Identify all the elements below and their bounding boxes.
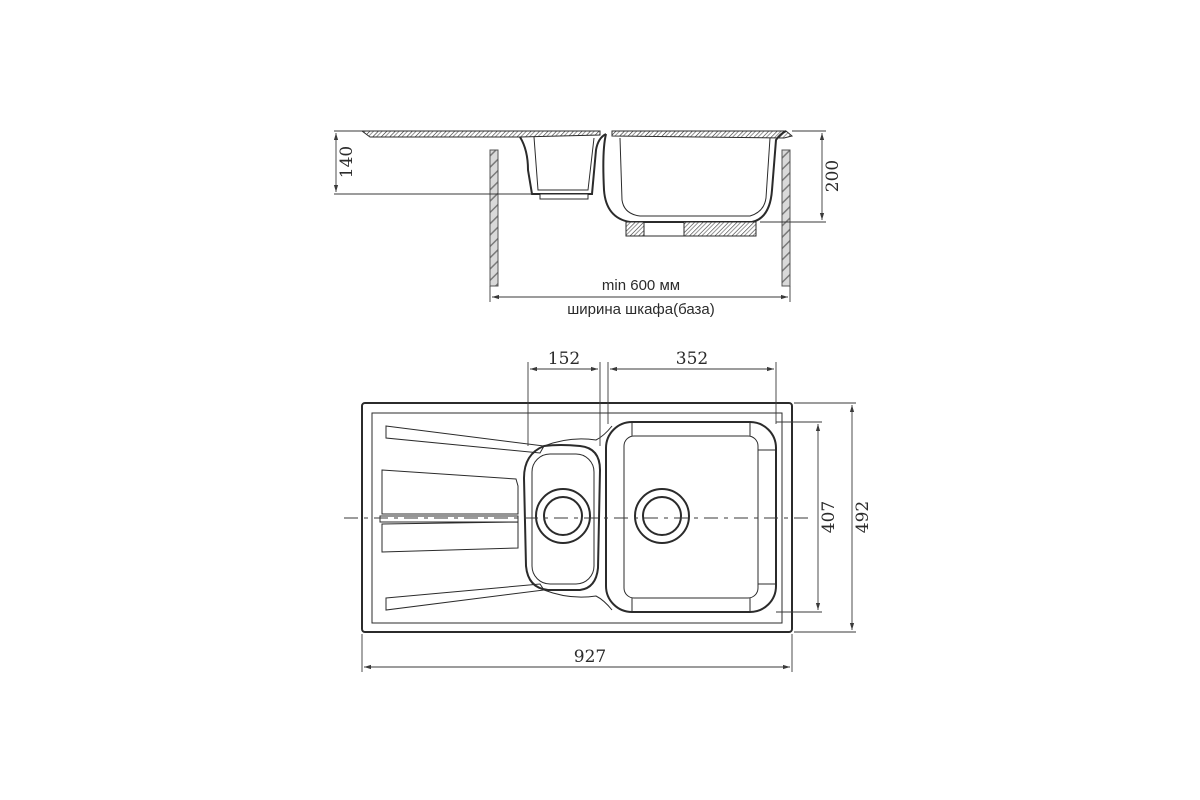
dim-large-bowl-width: 352 <box>676 349 708 369</box>
plan-large-bowl <box>605 421 777 613</box>
dim-bowl-length: 407 <box>819 501 839 533</box>
dim-small-bowl-depth: 140 <box>337 146 357 178</box>
dim-large-bowl-depth: 200 <box>823 160 843 192</box>
sink-inner-outline <box>371 412 783 624</box>
profile-bowl-base <box>625 221 645 237</box>
dim-small-bowl-width: 152 <box>548 349 580 369</box>
profile-right-lip <box>611 130 794 139</box>
dim-overall-width: 927 <box>574 647 606 667</box>
sink-outer-outline <box>361 402 793 633</box>
plan-small-bowl <box>522 444 602 591</box>
cabinet-min-label: min 600 мм <box>602 277 680 294</box>
cabinet-width-label: ширина шкафа(база) <box>567 301 715 318</box>
profile-large-bowl <box>602 130 787 223</box>
cabinet-wall-left <box>489 149 499 287</box>
dim-overall-depth: 492 <box>853 501 873 533</box>
profile-countertop-lip <box>360 130 601 138</box>
plan-view: 152 352 407 492 927 <box>344 349 873 672</box>
cabinet-wall-right <box>781 149 791 287</box>
profile-view: 140 200 min 600 мм ширина шкафа(база) <box>333 130 843 318</box>
